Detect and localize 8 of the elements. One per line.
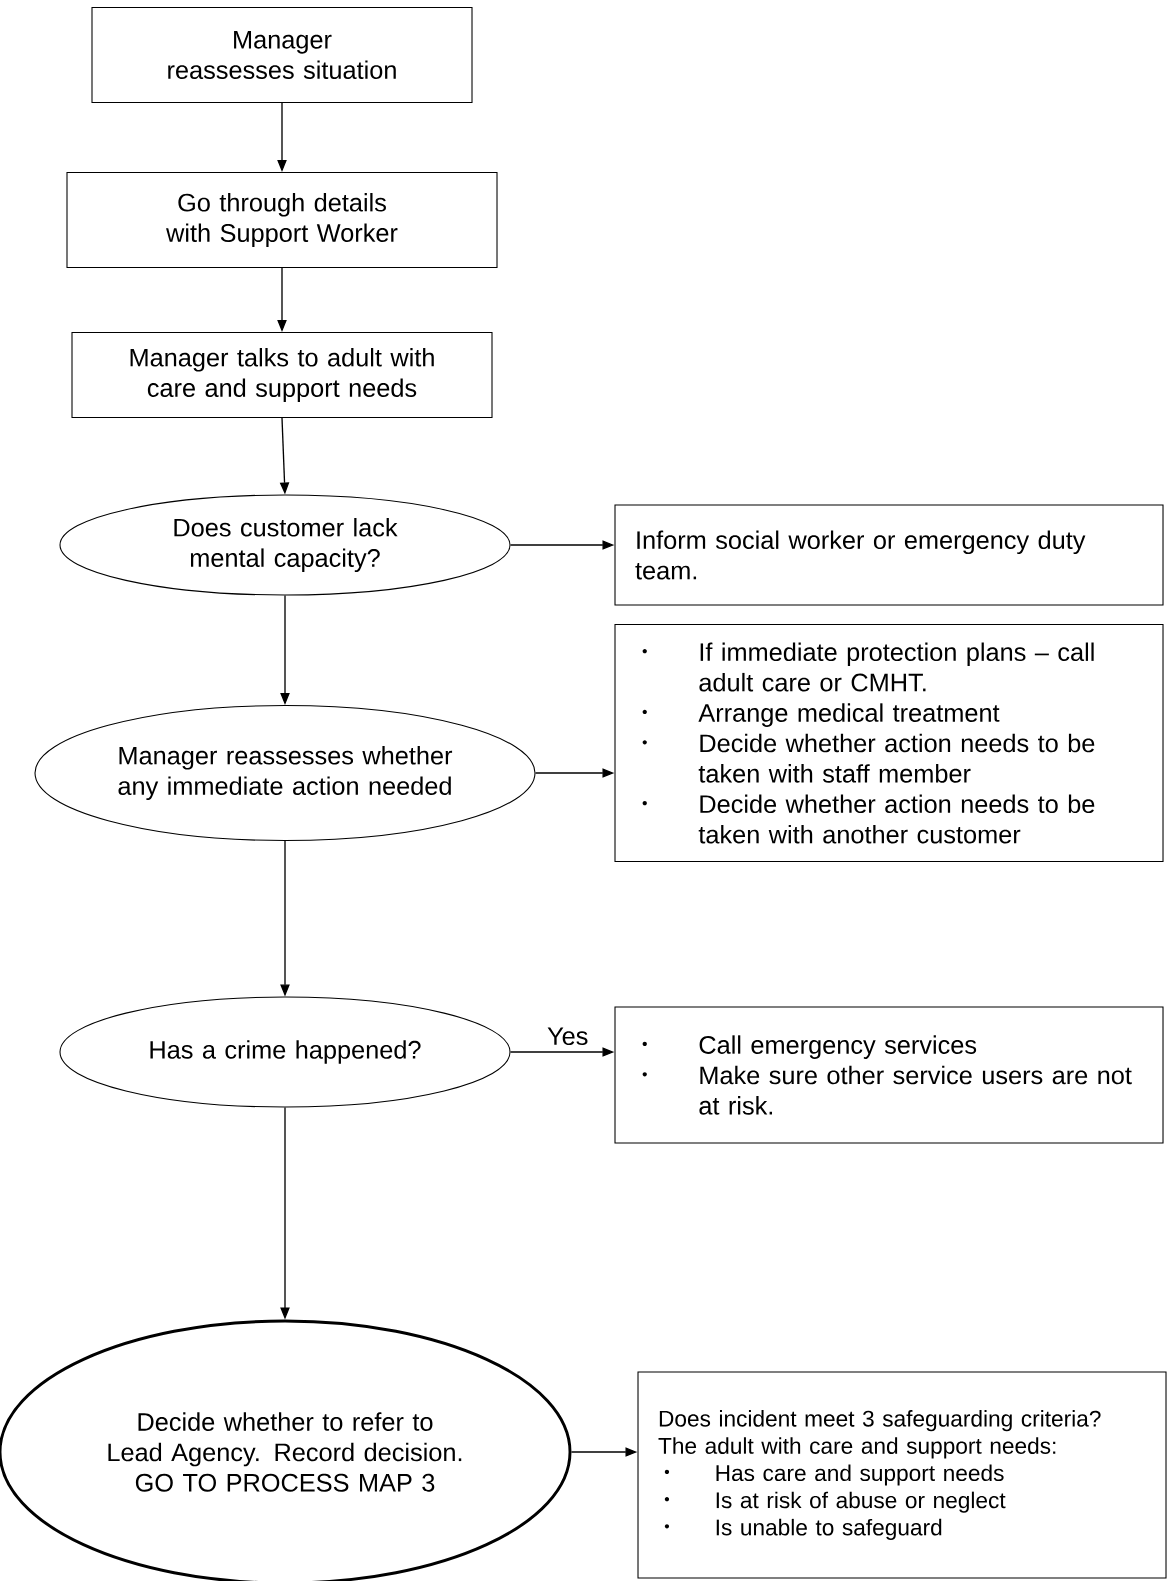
note-box: Does incident meet 3 safeguarding criteria? The adult with care and support needs: Has care and support needs Is at risk of abuse or neglect Is unable to safeguard <box>637 1371 1167 1579</box>
process-box: Go through details with Support Worker <box>66 171 498 269</box>
process-box: Manager talks to adult with care and support needs <box>71 331 493 419</box>
note-box: Call emergency services Make sure other service users are not at risk. <box>614 1006 1164 1144</box>
process-box: Manager reassesses situation <box>91 6 473 104</box>
edge-label: Yes <box>547 1027 588 1046</box>
note-box: If immediate protection plans – call adult care or CMHT. Arrange medical treatment Decide whether action needs to be taken with staff member Decide whether action needs to be taken with another customer <box>614 623 1164 863</box>
note-box: Inform social worker or emergency duty team. <box>614 504 1164 606</box>
